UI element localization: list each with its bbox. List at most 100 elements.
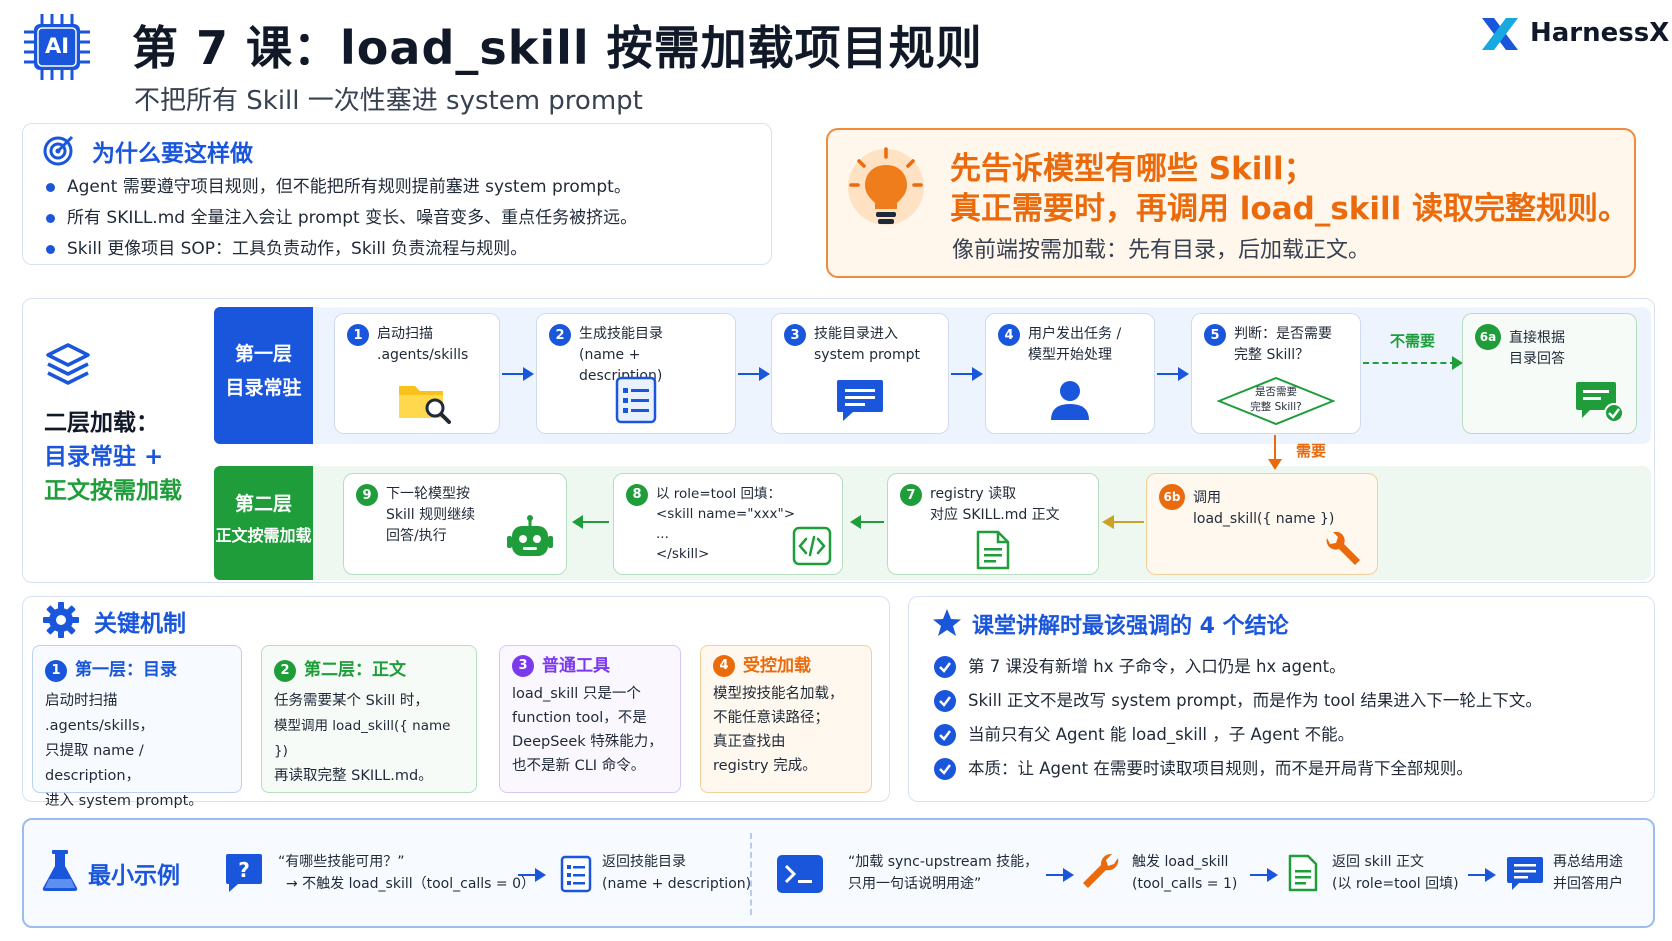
list-item: Agent 需要遵守项目规则，但不能把所有规则提前塞进 system promp… xyxy=(46,172,637,203)
example-section xyxy=(22,818,1655,928)
bullet-dot-icon xyxy=(46,214,55,223)
list-item: 所有 SKILL.md 全量注入会让 prompt 变长、噪音变多、重点任务被挤… xyxy=(46,203,637,234)
arrow-6b-7-head xyxy=(1102,515,1114,529)
list-item: 第 7 课没有新增 hx 子命令，入口仍是 hx agent。 xyxy=(934,650,1542,684)
arrow-5-6a-head xyxy=(1452,356,1463,370)
step-number: 5 xyxy=(1204,324,1226,346)
layer2-label: 第二层 正文按需加载 xyxy=(214,466,313,580)
bullet-dot-icon xyxy=(46,183,55,192)
target-icon xyxy=(42,133,76,167)
check-icon xyxy=(934,656,956,678)
arrow-6b-7 xyxy=(1114,521,1144,523)
conclusions-title: 课堂讲解时最该强调的 4 个结论 xyxy=(972,614,1289,639)
yes-branch-label: 需要 xyxy=(1296,442,1327,460)
arrow-5-6b-head xyxy=(1268,459,1282,470)
step-4-user-task: 4 用户发出任务 /模型开始处理 xyxy=(985,313,1155,434)
example-document-icon xyxy=(1288,854,1318,892)
catalog-list-icon xyxy=(560,855,592,893)
flask-icon xyxy=(40,849,80,893)
step-2-catalog: 2 生成技能目录(name + description) xyxy=(536,313,736,434)
example-arrow-2 xyxy=(1046,868,1074,882)
step-number: 6b xyxy=(1159,484,1185,510)
example-r1: 返回技能目录 (name + description) xyxy=(602,854,752,892)
bullet-dot-icon xyxy=(46,245,55,254)
chat-bubble-icon xyxy=(835,378,885,431)
step-1-scan: 1 启动扫描.agents/skills xyxy=(334,313,500,434)
example-arrow-1 xyxy=(518,868,546,882)
step-8-role-tool-fill: 8 以 role=tool 回填：<skill name="xxx">...</… xyxy=(613,473,843,575)
example-title: 最小示例 xyxy=(88,863,180,889)
page-title: 第 7 课：load_skill 按需加载项目规则 xyxy=(132,21,983,75)
document-icon xyxy=(976,530,1010,577)
conclusions-section xyxy=(908,596,1655,802)
example-r3: 返回 skill 正文 (以 role=tool 回填) xyxy=(1332,854,1459,892)
step-number: 9 xyxy=(356,484,378,506)
conclusions-list: 第 7 课没有新增 hx 子命令，入口仍是 hx agent。 Skill 正文… xyxy=(934,650,1542,786)
example-r2: 触发 load_skill (tool_calls = 1) xyxy=(1132,854,1238,892)
list-item: 当前只有父 Agent 能 load_skill ，子 Agent 不能。 xyxy=(934,718,1542,752)
two-layer-title-3: 正文按需加载 xyxy=(44,478,182,504)
example-wrench-icon xyxy=(1080,852,1122,894)
highlight-card xyxy=(826,128,1636,278)
highlight-line2: 真正需要时，再调用 load_skill 读取完整规则。 xyxy=(950,191,1630,227)
check-icon xyxy=(934,724,956,746)
step-number: 2 xyxy=(549,324,571,346)
check-icon xyxy=(934,690,956,712)
example-q2: “加载 sync-upstream 技能， 只用一句话说明用途” xyxy=(848,854,1039,892)
why-bullets: Agent 需要遵守项目规则，但不能把所有规则提前塞进 system promp… xyxy=(46,172,637,265)
brand-logo-icon xyxy=(1480,16,1520,52)
arrow-5-6b xyxy=(1274,435,1276,461)
arrow-7-8 xyxy=(850,515,884,529)
chat-check-icon xyxy=(1575,380,1625,431)
terminal-icon xyxy=(776,854,824,894)
highlight-line1: 先告诉模型有哪些 Skill； xyxy=(950,151,1315,187)
brand-name: HarnessX xyxy=(1530,18,1670,48)
example-arrow-4 xyxy=(1468,868,1496,882)
step-number: 8 xyxy=(626,484,648,506)
layer1-label: 第一层 目录常驻 xyxy=(214,307,313,444)
arrow-1-2 xyxy=(502,367,534,381)
step-6a-direct-answer: 6a 直接根据目录回答 xyxy=(1462,313,1637,434)
arrow-3-4 xyxy=(951,367,983,381)
two-layer-title-1: 二层加载： xyxy=(44,410,159,436)
wrench-icon xyxy=(1323,531,1363,575)
example-q1: “有哪些技能可用？” → 不触发 load_skill（tool_calls =… xyxy=(278,854,536,892)
user-icon xyxy=(1048,378,1092,429)
step-7-registry-read: 7 registry 读取对应 SKILL.md 正文 xyxy=(887,473,1099,575)
question-icon: ? xyxy=(224,852,264,894)
highlight-note: 像前端按需加载：先有目录，后加载正文。 xyxy=(952,238,1371,263)
ai-badge-text: AI xyxy=(44,34,70,58)
step-number: 3 xyxy=(784,324,806,346)
example-r4: 再总结用途 并回答用户 xyxy=(1553,854,1623,892)
page-subtitle: 不把所有 Skill 一次性塞进 system prompt xyxy=(134,86,643,116)
check-icon xyxy=(934,758,956,780)
star-icon xyxy=(932,608,962,638)
mechanism-title: 关键机制 xyxy=(94,611,186,637)
svg-text:?: ? xyxy=(238,858,250,882)
step-number: 7 xyxy=(900,484,922,506)
arrow-2-3 xyxy=(738,367,770,381)
why-title: 为什么要这样做 xyxy=(92,141,253,167)
step-5-decide: 5 判断：是否需要完整 Skill？ 是否需要 完整 Skill? xyxy=(1191,313,1361,434)
example-arrow-3 xyxy=(1250,868,1278,882)
arrow-5-6a xyxy=(1363,362,1456,364)
folder-search-icon xyxy=(397,378,453,431)
step-number: 1 xyxy=(347,324,369,346)
two-layer-title-2: 目录常驻 + xyxy=(44,444,164,470)
gear-icon xyxy=(42,601,80,639)
step-number: 6a xyxy=(1475,324,1501,350)
why-card xyxy=(22,123,772,265)
robot-icon xyxy=(506,514,554,571)
code-icon xyxy=(792,526,832,572)
list-item: Skill 更像项目 SOP：工具负责动作，Skill 负责流程与规则。 xyxy=(46,234,637,265)
arrow-8-9 xyxy=(572,515,609,529)
ai-chip-icon: AI xyxy=(22,12,92,82)
example-chat-icon xyxy=(1506,856,1544,892)
